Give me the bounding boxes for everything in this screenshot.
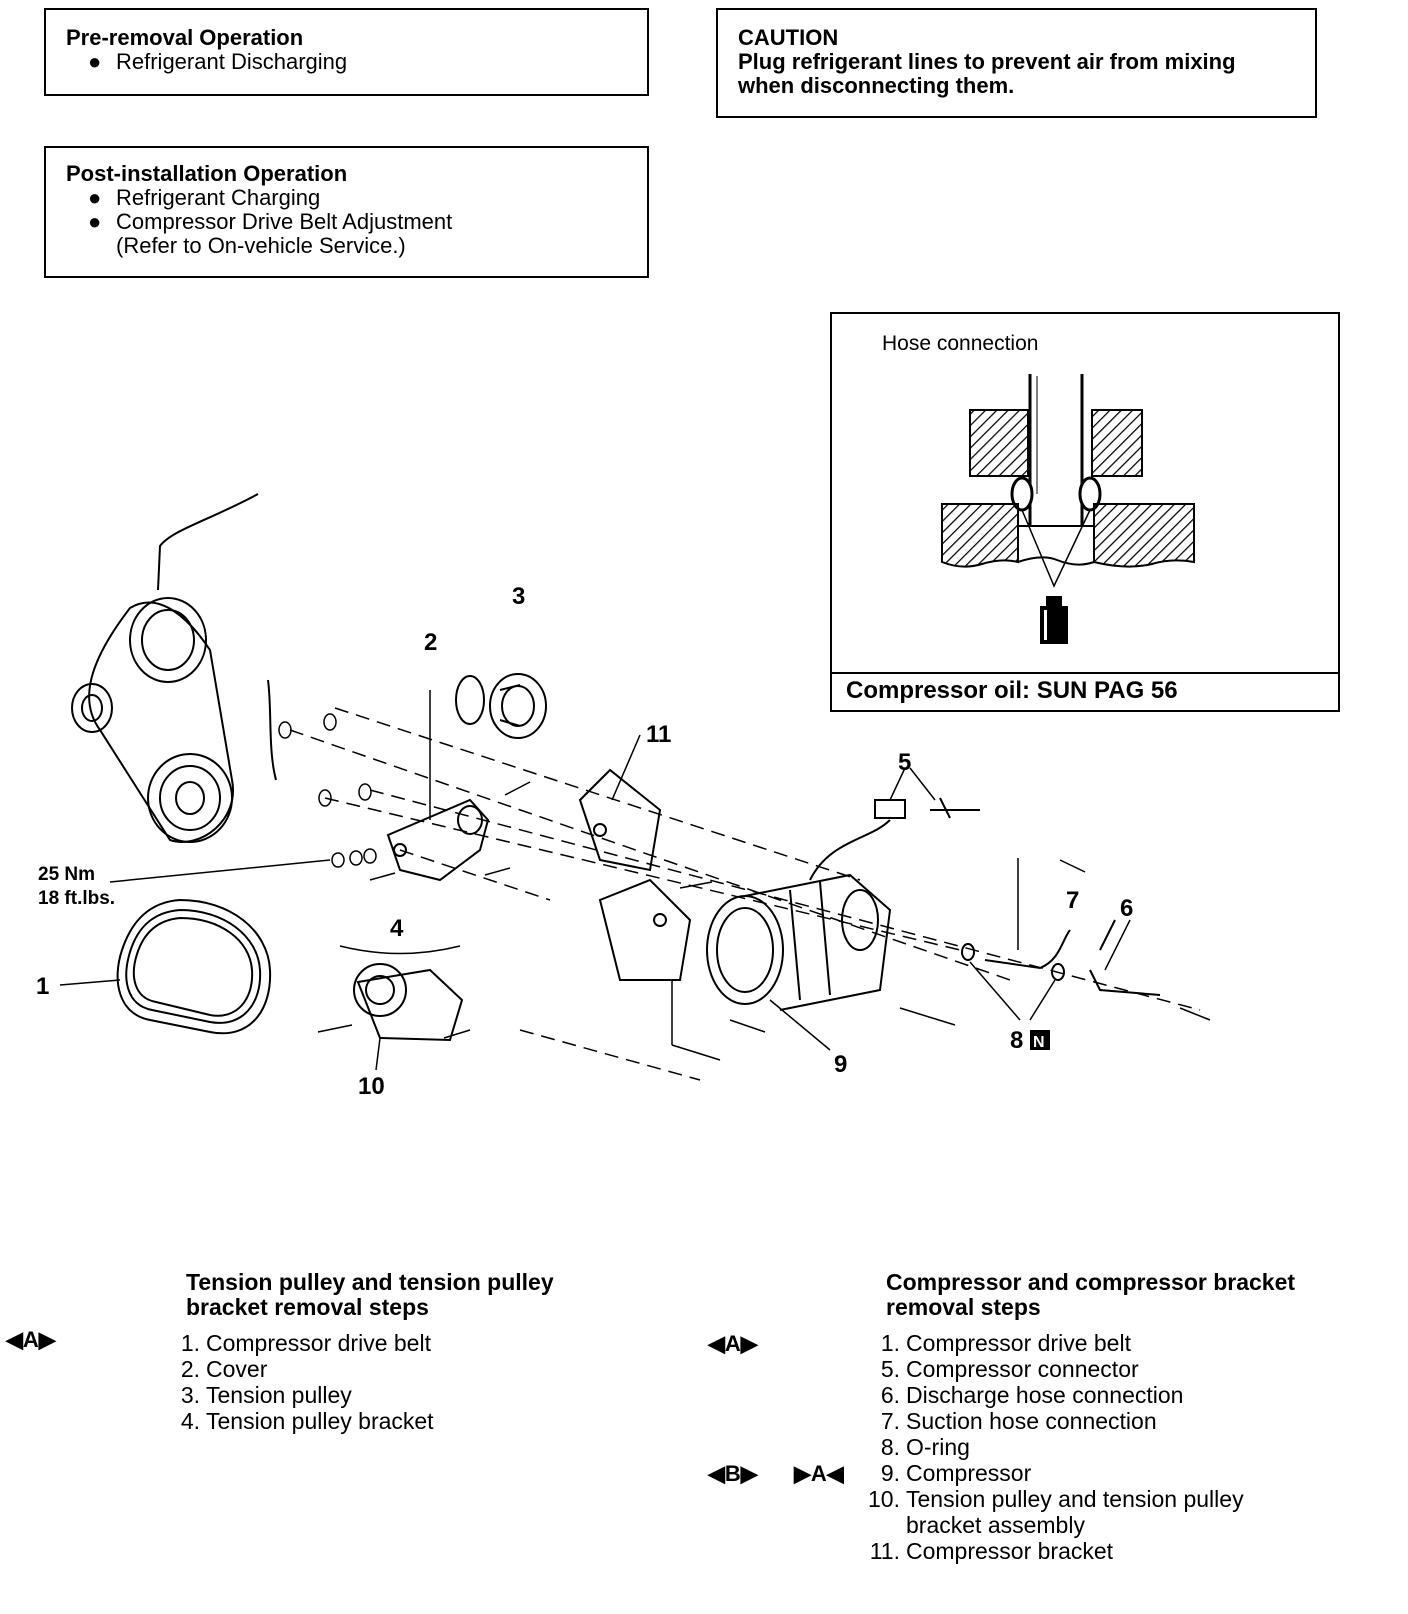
- list-item: 10.Tension pulley and tension pulley: [868, 1486, 1244, 1512]
- list-item: 1.Compressor drive belt: [880, 1330, 1131, 1356]
- callout-3: 3: [512, 583, 525, 610]
- new-part-mark: N: [1033, 1034, 1045, 1051]
- left-steps-title-1: Tension pulley and tension pulley: [186, 1269, 554, 1295]
- callout-6: 6: [1120, 895, 1133, 922]
- discharge-hose-icon: [1089, 919, 1161, 996]
- new-part-mark-icon: [1030, 1030, 1050, 1050]
- exploded-view-diagram: 1 2 3 4 5 6 7 8 N 9 10 11 25 Nm 18 ft.lb…: [36, 493, 1211, 1100]
- bullet-icon: ●: [88, 185, 102, 210]
- post-install-title: Post-installation Operation: [66, 161, 348, 186]
- bullet-icon: ●: [88, 209, 102, 234]
- pre-removal-title: Pre-removal Operation: [66, 25, 304, 50]
- tension-pulley-bracket-icon: [386, 690, 490, 882]
- drive-belt-icon: [116, 898, 272, 1035]
- callout-5: 5: [898, 749, 911, 776]
- right-removal-steps: Compressor and compressor bracket remova…: [868, 1269, 1366, 1565]
- lower-fitting-block-right: [1093, 503, 1195, 568]
- list-item: 2.Cover: [180, 1356, 268, 1382]
- lower-fitting-block-left: [941, 503, 1019, 568]
- list-item: 11.Compressor bracket: [869, 1538, 1114, 1564]
- callout-9: 9: [834, 1051, 847, 1078]
- callout-1: 1: [36, 973, 49, 1000]
- inset-footer: Compressor oil: SUN PAG 56: [832, 672, 1338, 708]
- list-item: 9.Compressor: [880, 1460, 1032, 1486]
- inset-title: Hose connection: [882, 332, 1039, 355]
- callout-10: 10: [358, 1073, 385, 1100]
- fastener-icons: [278, 713, 1211, 1039]
- hose-connection-figure: [941, 374, 1195, 644]
- list-item: 3.Tension pulley: [180, 1382, 352, 1408]
- engine-pulley-assembly: [71, 597, 235, 843]
- bullet-icon: ●: [88, 49, 102, 74]
- compressor-bracket-icon: [578, 734, 721, 1061]
- suction-hose-icon: [961, 858, 1071, 1021]
- callout-7: 7: [1066, 887, 1079, 914]
- oil-bottle-icon: [1040, 596, 1068, 644]
- caution-line-2: when disconnecting them.: [738, 73, 1015, 98]
- list-item: 4.Tension pulley bracket: [180, 1408, 434, 1434]
- list-item: 1.Compressor drive belt: [180, 1330, 431, 1356]
- list-item: bracket assembly: [906, 1512, 1085, 1538]
- service-mark-a: ◀A▶: [708, 1331, 758, 1356]
- post-install-box: Post-installation Operation ●Refrigerant…: [44, 146, 649, 278]
- callout-2: 2: [424, 629, 437, 656]
- engine-outline: [157, 493, 259, 591]
- post-install-note: (Refer to On-vehicle Service.): [116, 233, 406, 258]
- caution-title: CAUTION: [738, 25, 839, 50]
- pre-removal-item: ●Refrigerant Discharging: [88, 49, 348, 74]
- post-install-item: ●Compressor Drive Belt Adjustment(Refer …: [66, 210, 627, 258]
- service-mark-a-reverse: ▶A◀: [794, 1461, 844, 1486]
- upper-fitting-block-right: [1091, 409, 1143, 477]
- service-mark-b: ◀B▶: [708, 1461, 758, 1486]
- left-removal-steps: Tension pulley and tension pulley bracke…: [181, 1269, 656, 1435]
- tension-pulley-bracket-assembly-icon: [339, 945, 464, 1071]
- post-install-item: ●Refrigerant Charging: [88, 185, 321, 210]
- list-item: 5.Compressor connector: [880, 1356, 1139, 1382]
- torque-ft: 18 ft.lbs.: [38, 888, 115, 909]
- callout-8: 8: [1010, 1027, 1023, 1054]
- hose-connection-inset: Hose connection Compressor oil: SUN PAG …: [830, 312, 1340, 712]
- right-steps-title-1: Compressor and compressor bracket: [886, 1269, 1296, 1295]
- list-item: 7.Suction hose connection: [880, 1408, 1157, 1434]
- callout-4: 4: [390, 915, 404, 942]
- list-item: 6.Discharge hose connection: [880, 1382, 1184, 1408]
- caution-line-1: Plug refrigerant lines to prevent air fr…: [738, 49, 1236, 74]
- left-steps-title-2: bracket removal steps: [186, 1294, 429, 1320]
- list-item: 8.O-ring: [880, 1434, 970, 1460]
- callout-11: 11: [646, 721, 671, 748]
- caution-box: CAUTION Plug refrigerant lines to preven…: [716, 8, 1317, 118]
- pre-removal-box: Pre-removal Operation ●Refrigerant Disch…: [44, 8, 649, 96]
- right-steps-title-2: removal steps: [886, 1294, 1041, 1320]
- torque-nm: 25 Nm: [38, 864, 95, 885]
- upper-fitting-block-left: [969, 409, 1029, 477]
- service-mark-a: ◀A▶: [6, 1327, 56, 1352]
- compressor-icon: [706, 819, 892, 1051]
- tension-pulley-icon: [455, 673, 547, 739]
- compressor-connector-icon: [874, 767, 980, 819]
